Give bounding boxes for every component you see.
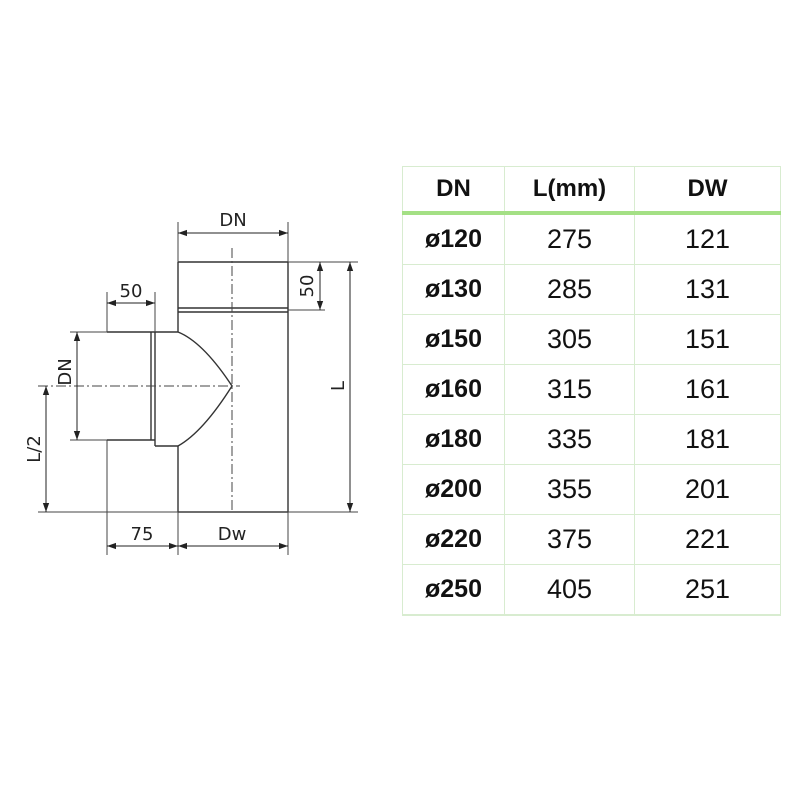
cell-length: 285 xyxy=(504,264,635,315)
dim-half-len: L/2 xyxy=(24,435,45,463)
cell-length: 305 xyxy=(504,314,635,365)
cell-length: 335 xyxy=(504,414,635,465)
center-lines xyxy=(38,248,240,512)
extension-lines xyxy=(38,222,358,555)
table-row: ø200 355 201 xyxy=(402,464,781,515)
header-dn: DN xyxy=(402,166,505,215)
dim-top-len: 50 xyxy=(297,275,318,298)
dim-branch-dn: DN xyxy=(55,358,76,385)
table-row: ø180 335 181 xyxy=(402,414,781,465)
cell-length: 315 xyxy=(504,364,635,415)
dim-total-len: L xyxy=(328,381,349,391)
table-row: ø250 405 251 xyxy=(402,564,781,616)
cell-dw: 121 xyxy=(634,212,781,265)
cell-length: 355 xyxy=(504,464,635,515)
cell-dw: 151 xyxy=(634,314,781,365)
table-row: ø150 305 151 xyxy=(402,314,781,365)
table-row: ø120 275 121 xyxy=(402,212,781,265)
dim-offset: 75 xyxy=(131,524,154,545)
header-dw: DW xyxy=(634,166,781,215)
dim-body-dia: Dw xyxy=(218,524,247,545)
dim-branch-len: 50 xyxy=(120,281,143,302)
cell-dw: 161 xyxy=(634,364,781,415)
cell-dw: 201 xyxy=(634,464,781,515)
dimensions-table: DN L(mm) DW ø120 275 121 ø130 285 131 ø1… xyxy=(402,166,781,616)
cell-length: 375 xyxy=(504,514,635,565)
table-header-row: DN L(mm) DW xyxy=(402,166,781,215)
cell-dn: ø130 xyxy=(402,264,505,315)
cell-dn: ø180 xyxy=(402,414,505,465)
header-length: L(mm) xyxy=(504,166,635,215)
cell-dn: ø120 xyxy=(402,212,505,265)
cell-length: 405 xyxy=(504,564,635,616)
cell-dw: 221 xyxy=(634,514,781,565)
cell-dn: ø160 xyxy=(402,364,505,415)
table-row: ø130 285 131 xyxy=(402,264,781,315)
cell-dn: ø220 xyxy=(402,514,505,565)
cell-dn: ø150 xyxy=(402,314,505,365)
table-row: ø220 375 221 xyxy=(402,514,781,565)
dim-top-dn: DN xyxy=(219,210,246,231)
cell-dw: 181 xyxy=(634,414,781,465)
table-row: ø160 315 161 xyxy=(402,364,781,415)
cell-length: 275 xyxy=(504,212,635,265)
cell-dw: 131 xyxy=(634,264,781,315)
cell-dn: ø200 xyxy=(402,464,505,515)
cell-dw: 251 xyxy=(634,564,781,616)
dimension-lines xyxy=(42,229,354,550)
cell-dn: ø250 xyxy=(402,564,505,616)
